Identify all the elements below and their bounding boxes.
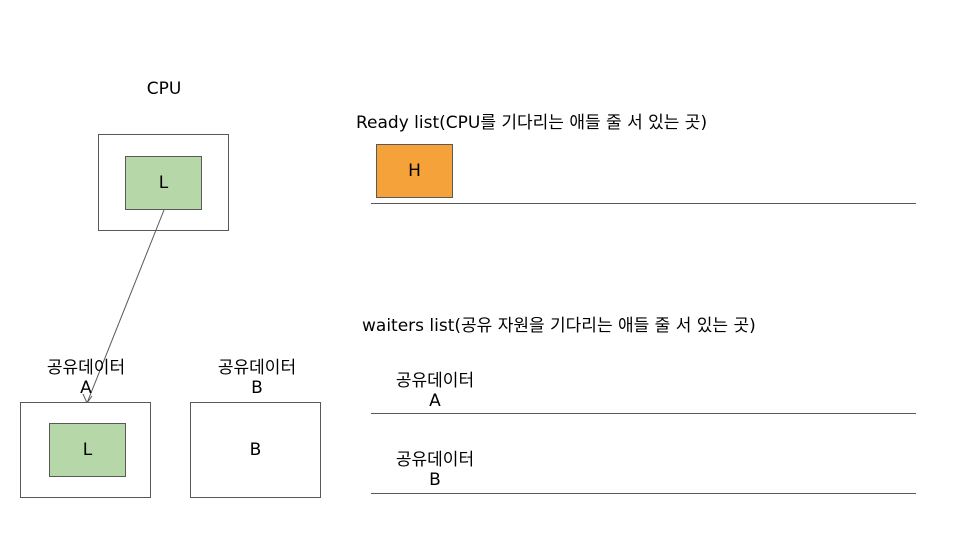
waiters-b-line	[371, 493, 916, 494]
shared-data-a-box	[20, 402, 151, 498]
shared-a-holder-task[interactable]: L	[49, 423, 126, 477]
shared-b-inner-label: B	[249, 440, 262, 460]
ready-list-task[interactable]: H	[376, 144, 453, 198]
shared-a-inner-label: L	[82, 440, 93, 460]
ready-task-label: H	[408, 161, 421, 181]
shared-data-b-box: B	[190, 402, 321, 498]
ready-list-line	[371, 203, 916, 204]
waiters-list-title: waiters list(공유 자원을 기다리는 애들 줄 서 있는 곳)	[362, 316, 756, 336]
cpu-task-label: L	[158, 173, 169, 193]
shared-a-label: 공유데이터 A	[26, 358, 146, 398]
shared-a-label-line2: A	[80, 378, 92, 398]
waiters-entry-b-line1: 공유데이터	[395, 450, 475, 470]
waiters-entry-b-line2: B	[429, 470, 441, 490]
connector-line	[86, 209, 165, 404]
shared-a-label-line1: 공유데이터	[46, 358, 126, 378]
shared-b-label: 공유데이터 B	[197, 358, 317, 398]
waiters-a-line	[371, 413, 916, 414]
waiters-entry-a-line1: 공유데이터	[395, 371, 475, 391]
cpu-title: CPU	[146, 79, 182, 99]
waiters-entry-a: 공유데이터 A	[375, 371, 495, 411]
waiters-entry-b: 공유데이터 B	[375, 450, 495, 490]
ready-list-title: Ready list(CPU를 기다리는 애들 줄 서 있는 곳)	[356, 113, 708, 133]
shared-b-label-line1: 공유데이터	[217, 358, 297, 378]
waiters-entry-a-line2: A	[429, 391, 441, 411]
shared-b-label-line2: B	[251, 378, 263, 398]
cpu-running-task[interactable]: L	[125, 156, 202, 210]
